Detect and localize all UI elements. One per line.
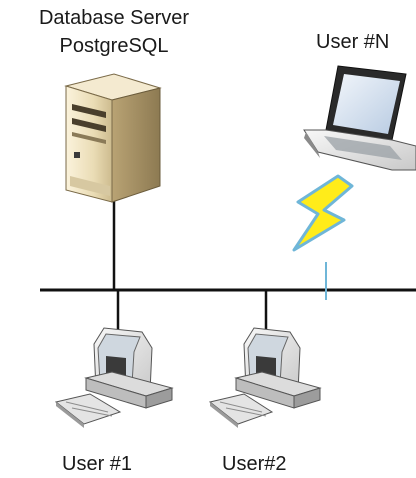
user-1-label: User #1 xyxy=(62,453,133,475)
lightning-bolt-icon xyxy=(292,174,354,252)
server-subtitle-label: PostgreSQL xyxy=(59,35,169,57)
server-title-label: Database Server xyxy=(38,7,190,29)
laptop-icon xyxy=(303,65,416,171)
desktop-computer-icon-user-1 xyxy=(54,327,174,428)
desktop-computer-icon-user-2 xyxy=(208,327,322,428)
server-tower-icon xyxy=(64,73,162,203)
user-2-label: User#2 xyxy=(222,453,287,475)
user-n-label: User #N xyxy=(316,31,390,53)
